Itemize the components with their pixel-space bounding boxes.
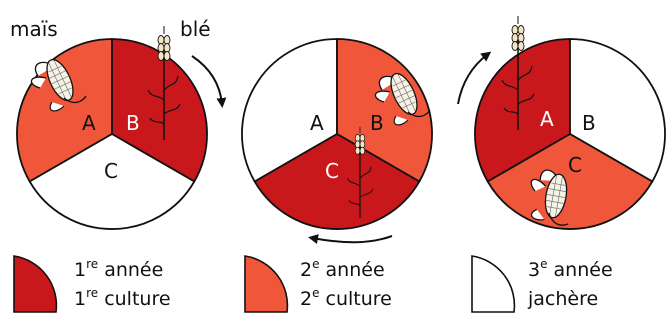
sector-label-C: C [568,153,582,177]
sector-label-A: A [540,107,554,131]
legend-item-1: 1re année 1re culture [14,256,171,312]
rotation-circle-2: A B C [242,39,432,229]
sector-label-C: C [325,159,339,183]
legend-line-1: 2e année [300,257,385,281]
legend-line-2: 2e culture [300,286,392,310]
crop-label-mais: maïs [10,17,58,41]
legend-swatch-3rd-year [472,256,514,312]
sector-label-A: A [310,111,324,135]
sector-label-B: B [582,111,596,135]
legend-swatch-1st-year [14,256,56,312]
sector-label-A: A [82,111,96,135]
crop-label-ble: blé [180,17,211,41]
legend-line-2: jachère [527,288,598,310]
sector-label-B: B [370,111,384,135]
legend-line-2: 1re culture [74,286,171,310]
legend-line-1: 1re année [74,257,163,281]
legend-item-3: 3e année jachère [472,256,613,312]
legend-line-1: 3e année [528,257,613,281]
legend-swatch-2nd-year [245,256,287,312]
rotation-arrow-icon [312,236,392,242]
legend: 1re année 1re culture 2e année 2e cultur… [14,256,613,312]
sector-label-B: B [126,111,140,135]
rotation-circle-1: A B C [17,26,207,229]
rotation-circle-3: A B C [475,16,665,236]
sector-label-C: C [104,159,118,183]
legend-item-2: 2e année 2e culture [245,256,392,312]
